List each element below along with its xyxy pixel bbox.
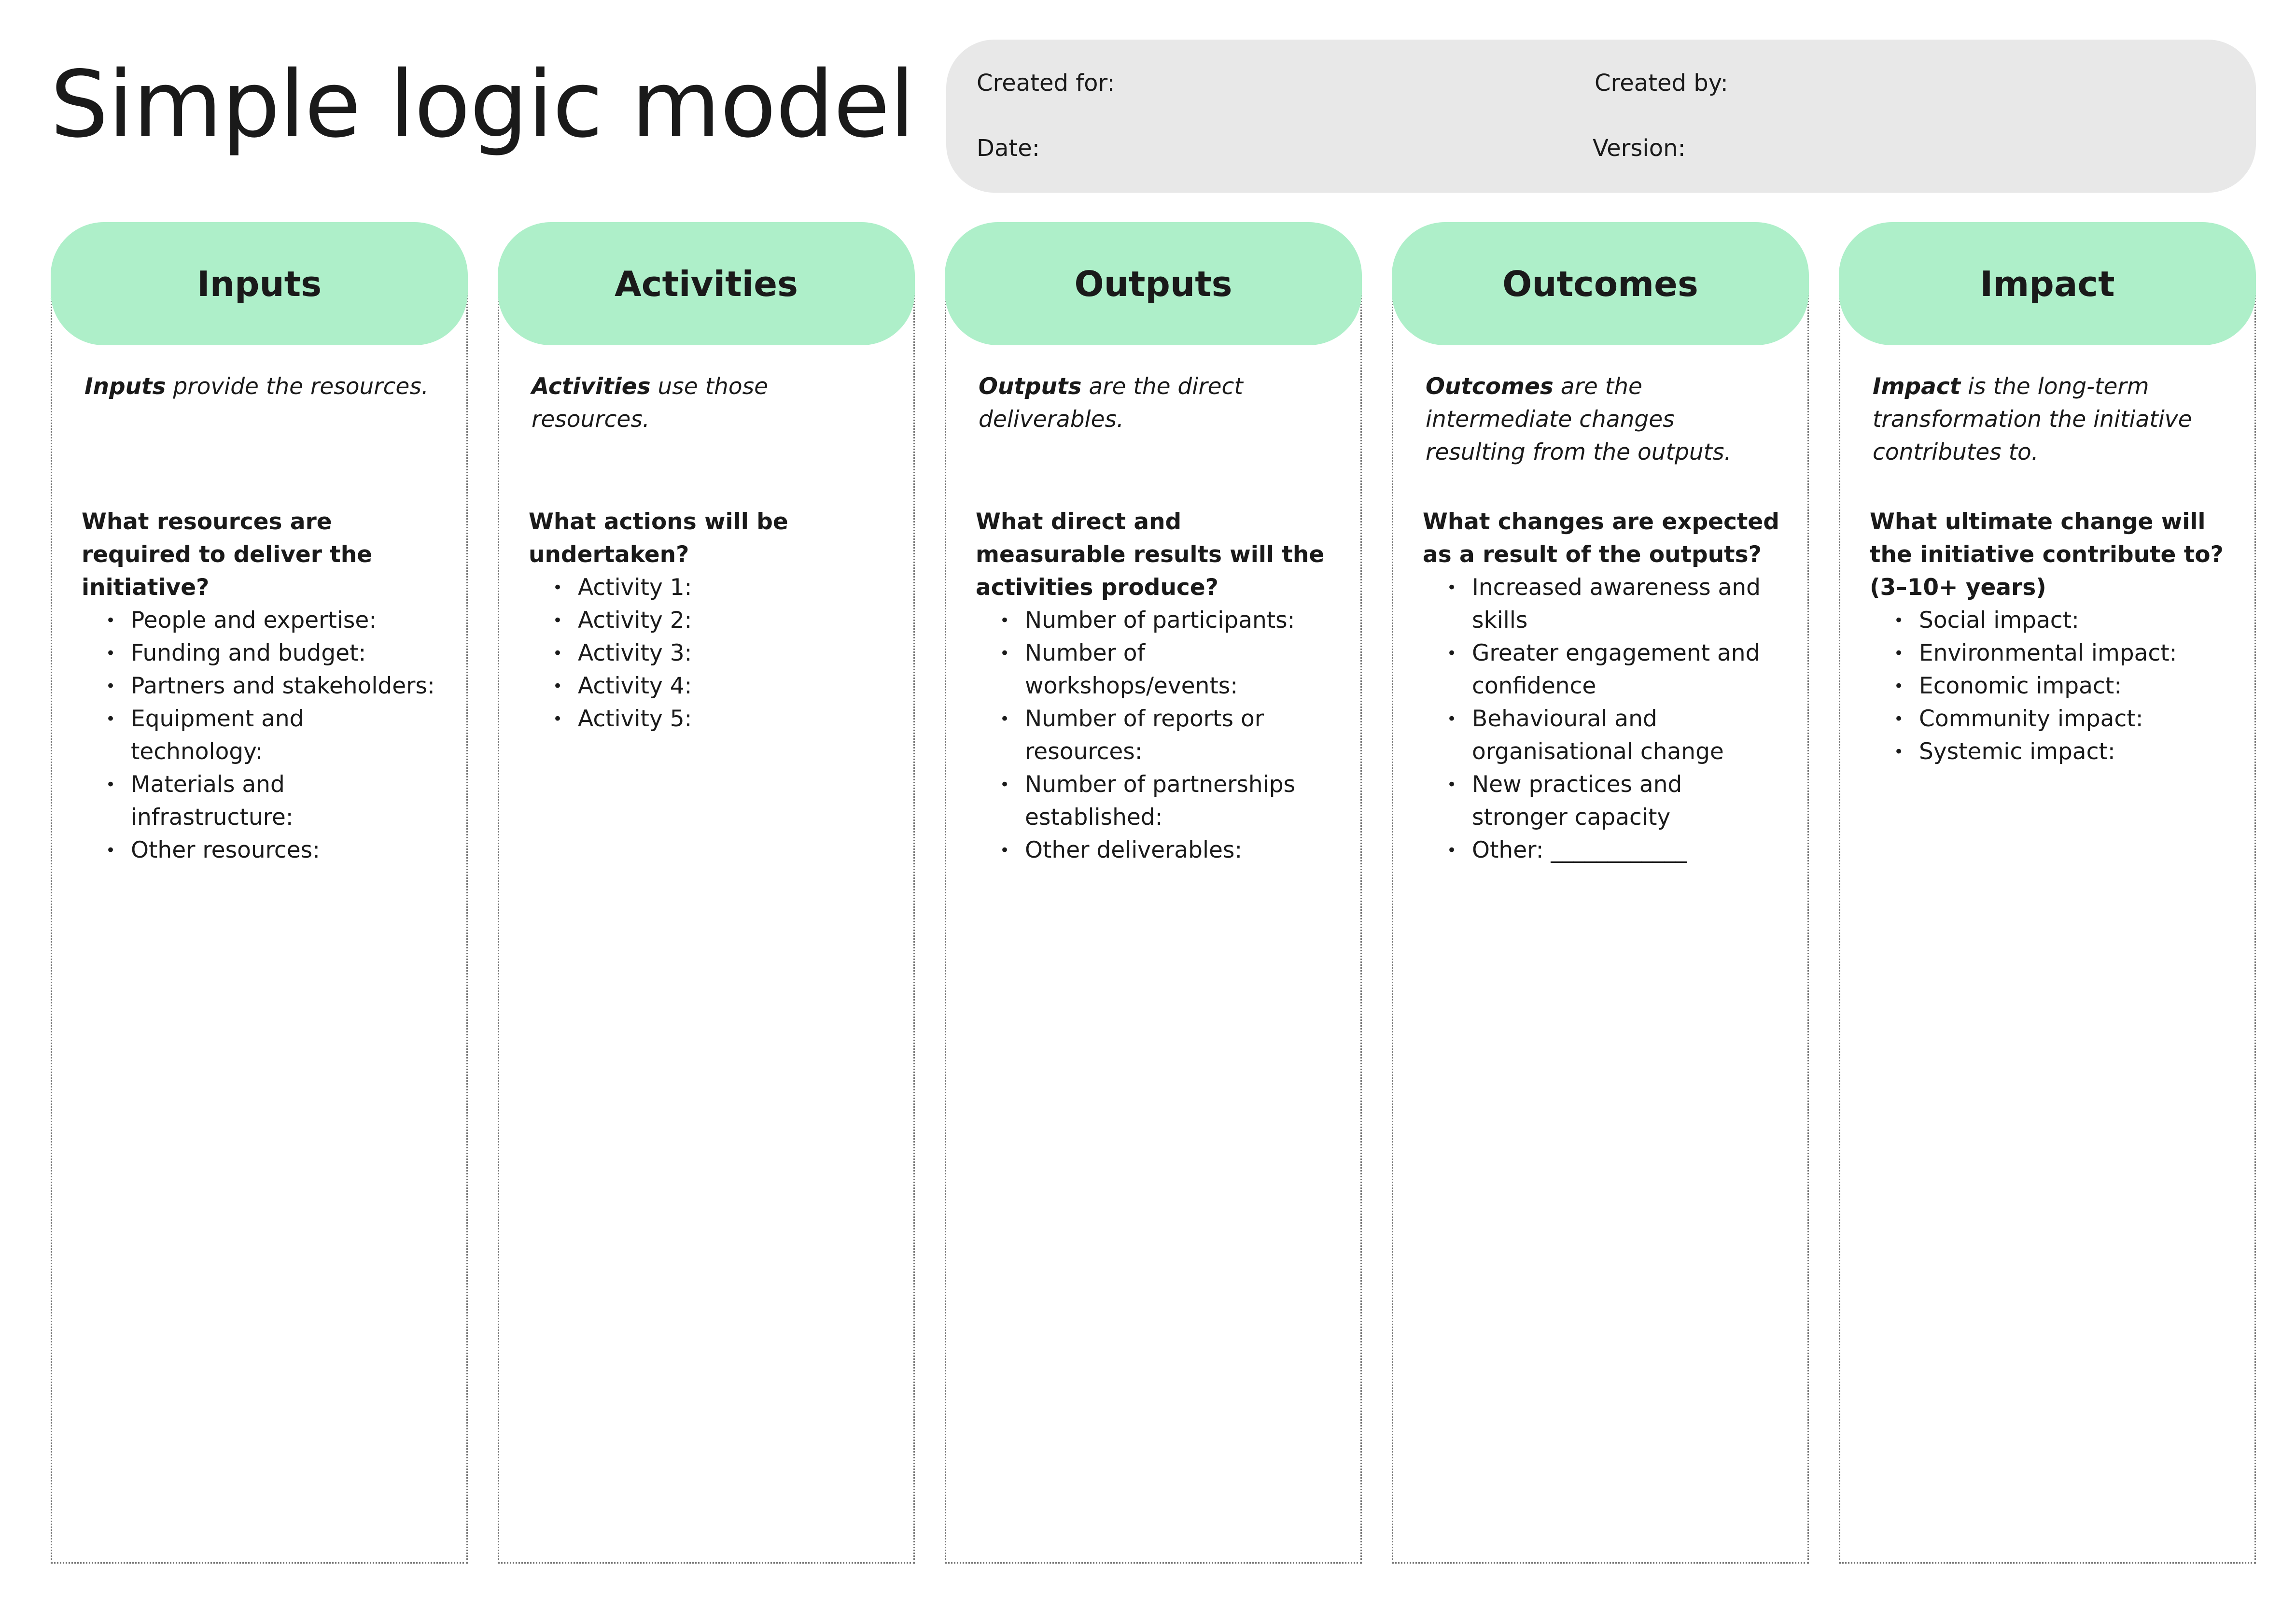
column-inputs: Inputs Inputs provide the resources. Wha…	[51, 222, 468, 1564]
list-item: Economic impact:	[1894, 670, 2227, 703]
column-body	[51, 280, 468, 1564]
logic-model-columns: Inputs Inputs provide the resources. Wha…	[51, 222, 2256, 1564]
description-term: Impact	[1873, 373, 1961, 400]
document-info-box: Created for: Created by: Date: Version:	[946, 40, 2256, 193]
description-term: Outcomes	[1426, 373, 1554, 400]
version-label: Version:	[1593, 135, 1686, 162]
list-item: Equipment and technology:	[106, 703, 439, 768]
column-item-list: Number of participants: Number of worksh…	[976, 604, 1333, 867]
description-text: are the direct deliverables.	[979, 373, 1243, 433]
column-content: Inputs provide the resources. What resou…	[82, 370, 439, 867]
description-text: are the intermediate changes resulting f…	[1426, 373, 1732, 466]
list-item: New practices and stronger capacity	[1447, 768, 1780, 834]
list-item: Number of participants:	[1000, 604, 1333, 637]
description-term: Outputs	[979, 373, 1082, 400]
column-question: What changes are expected as a result of…	[1423, 508, 1779, 568]
list-item: Number of workshops/events:	[1000, 637, 1333, 703]
list-item: Increased awareness and skills	[1447, 571, 1780, 637]
description-text: provide the resources.	[166, 373, 429, 400]
column-question: What actions will be undertaken?	[529, 508, 788, 568]
column-item-list: Increased awareness and skills Greater e…	[1423, 571, 1780, 867]
list-item: Materials and infrastructure:	[106, 768, 439, 834]
column-description: Outputs are the direct deliverables.	[979, 370, 1333, 469]
column-question: What resources are required to deliver t…	[82, 508, 373, 601]
list-item: People and expertise:	[106, 604, 439, 637]
page-title: Simple logic model	[50, 51, 915, 158]
column-header-outputs: Outputs	[945, 222, 1362, 345]
list-item: Environmental impact:	[1894, 637, 2227, 670]
column-body	[498, 280, 915, 1564]
column-question: What ultimate change will the initiative…	[1870, 508, 2224, 601]
list-item: Behavioural and organisational change	[1447, 703, 1780, 768]
column-header-outcomes: Outcomes	[1392, 222, 1809, 345]
list-item: Partners and stakeholders:	[106, 670, 439, 703]
list-item: Other deliverables:	[1000, 834, 1333, 867]
description-text: is the long-term transformation the init…	[1873, 373, 2192, 466]
column-content: Impact is the long-term transformation t…	[1870, 370, 2227, 768]
description-term: Activities	[532, 373, 651, 400]
column-body	[1839, 280, 2256, 1564]
column-header-inputs: Inputs	[51, 222, 468, 345]
column-description: Activities use those resources.	[532, 370, 886, 469]
column-activities: Activities Activities use those resource…	[498, 222, 915, 1564]
column-item-list: People and expertise: Funding and budget…	[82, 604, 439, 867]
column-item-list: Activity 1: Activity 2: Activity 3: Acti…	[529, 571, 886, 735]
column-content: Outcomes are the intermediate changes re…	[1423, 370, 1780, 867]
list-item: Activity 3:	[553, 637, 886, 670]
list-item: Greater engagement and confidence	[1447, 637, 1780, 703]
list-item: Other: ____________	[1447, 834, 1780, 867]
column-impact: Impact Impact is the long-term transform…	[1839, 222, 2256, 1564]
list-item: Funding and budget:	[106, 637, 439, 670]
column-header-activities: Activities	[498, 222, 915, 345]
list-item: Systemic impact:	[1894, 735, 2227, 768]
column-question: What direct and measurable results will …	[976, 508, 1325, 601]
list-item: Activity 1:	[553, 571, 886, 604]
column-description: Inputs provide the resources.	[84, 370, 439, 469]
list-item: Community impact:	[1894, 703, 2227, 735]
column-item-list: Social impact: Environmental impact: Eco…	[1870, 604, 2227, 768]
created-for-label: Created for:	[977, 70, 1115, 97]
column-content: Outputs are the direct deliverables. Wha…	[976, 370, 1333, 867]
column-body	[945, 280, 1362, 1564]
description-term: Inputs	[84, 373, 166, 400]
list-item: Activity 2:	[553, 604, 886, 637]
list-item: Number of reports or resources:	[1000, 703, 1333, 768]
list-item: Social impact:	[1894, 604, 2227, 637]
list-item: Other resources:	[106, 834, 439, 867]
column-header-impact: Impact	[1839, 222, 2256, 345]
list-item: Number of partnerships established:	[1000, 768, 1333, 834]
description-text: use those resources.	[532, 373, 768, 433]
column-outputs: Outputs Outputs are the direct deliverab…	[945, 222, 1362, 1564]
list-item: Activity 4:	[553, 670, 886, 703]
column-content: Activities use those resources. What act…	[529, 370, 886, 735]
column-outcomes: Outcomes Outcomes are the intermediate c…	[1392, 222, 1809, 1564]
list-item: Activity 5:	[553, 703, 886, 735]
date-label: Date:	[977, 135, 1040, 162]
column-body	[1392, 280, 1809, 1564]
column-description: Impact is the long-term transformation t…	[1873, 370, 2227, 469]
column-description: Outcomes are the intermediate changes re…	[1426, 370, 1780, 469]
created-by-label: Created by:	[1595, 70, 1728, 97]
